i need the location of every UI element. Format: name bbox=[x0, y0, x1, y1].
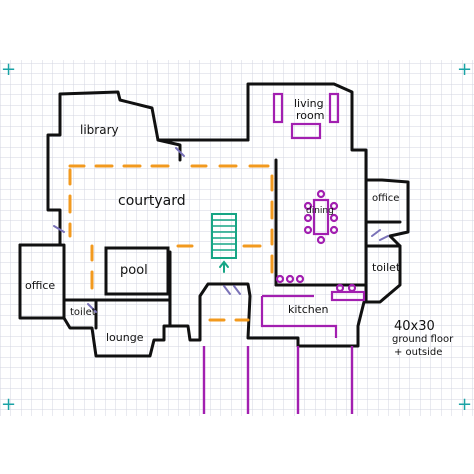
crosshair-icon: + bbox=[1, 59, 17, 80]
room-label-office-right: office bbox=[372, 193, 400, 204]
room-label-courtyard: courtyard bbox=[118, 193, 186, 209]
kitchen-furniture bbox=[260, 274, 366, 338]
chair bbox=[329, 213, 339, 223]
wall-library-outer bbox=[18, 82, 410, 358]
windows bbox=[53, 147, 389, 313]
room-label-kitchen: kitchen bbox=[288, 303, 329, 316]
crosshair-icon: + bbox=[457, 394, 473, 415]
pool-outline bbox=[104, 246, 170, 296]
stairs-icon bbox=[211, 213, 237, 259]
window-mark bbox=[87, 303, 97, 313]
room-label-living-room-2: room bbox=[296, 109, 325, 122]
room-label-living-room: living bbox=[294, 97, 324, 110]
room-label-library: library bbox=[80, 123, 119, 137]
arrow-up-icon bbox=[219, 260, 229, 273]
dining-table bbox=[312, 198, 330, 236]
note-outside: + outside bbox=[394, 347, 443, 358]
chair bbox=[303, 213, 313, 223]
chair bbox=[316, 235, 326, 245]
stool bbox=[335, 283, 345, 293]
stairs-outline bbox=[211, 213, 237, 259]
chair bbox=[316, 189, 326, 199]
note-floor: ground floor bbox=[392, 334, 454, 345]
stool bbox=[285, 274, 295, 284]
note-dimensions: 40x30 bbox=[394, 319, 435, 334]
sofa-right bbox=[328, 92, 340, 124]
coffee-table bbox=[290, 122, 322, 140]
chair bbox=[329, 225, 339, 235]
window-mark bbox=[233, 285, 241, 295]
stool bbox=[347, 283, 357, 293]
courtyard-doors bbox=[68, 164, 274, 322]
crosshair-icon: + bbox=[1, 394, 17, 415]
dining-furniture bbox=[303, 189, 339, 245]
living-room-furniture bbox=[272, 92, 340, 140]
window-mark bbox=[175, 147, 185, 157]
kitchen-island bbox=[330, 290, 366, 302]
kitchen-counter-left bbox=[260, 296, 338, 338]
stool bbox=[295, 274, 305, 284]
chair bbox=[303, 225, 313, 235]
window-mark bbox=[223, 285, 231, 295]
walls bbox=[18, 82, 410, 358]
window-mark bbox=[371, 229, 381, 237]
chair bbox=[303, 201, 313, 211]
room-label-toilet-right: toilet bbox=[372, 261, 401, 274]
chair bbox=[329, 201, 339, 211]
room-label-pool: pool bbox=[120, 263, 148, 278]
stairs-treads bbox=[212, 219, 236, 251]
stool bbox=[275, 274, 285, 284]
room-label-toilet-left: toilet bbox=[70, 307, 96, 318]
crosshair-icon: + bbox=[457, 59, 473, 80]
window-mark bbox=[379, 235, 389, 241]
sofa-left bbox=[272, 92, 284, 124]
room-label-dining: dining bbox=[306, 206, 334, 216]
window-mark bbox=[53, 225, 65, 233]
room-label-lounge: lounge bbox=[106, 331, 144, 344]
room-label-office-left: office bbox=[25, 279, 56, 292]
outside-paths bbox=[202, 346, 354, 414]
